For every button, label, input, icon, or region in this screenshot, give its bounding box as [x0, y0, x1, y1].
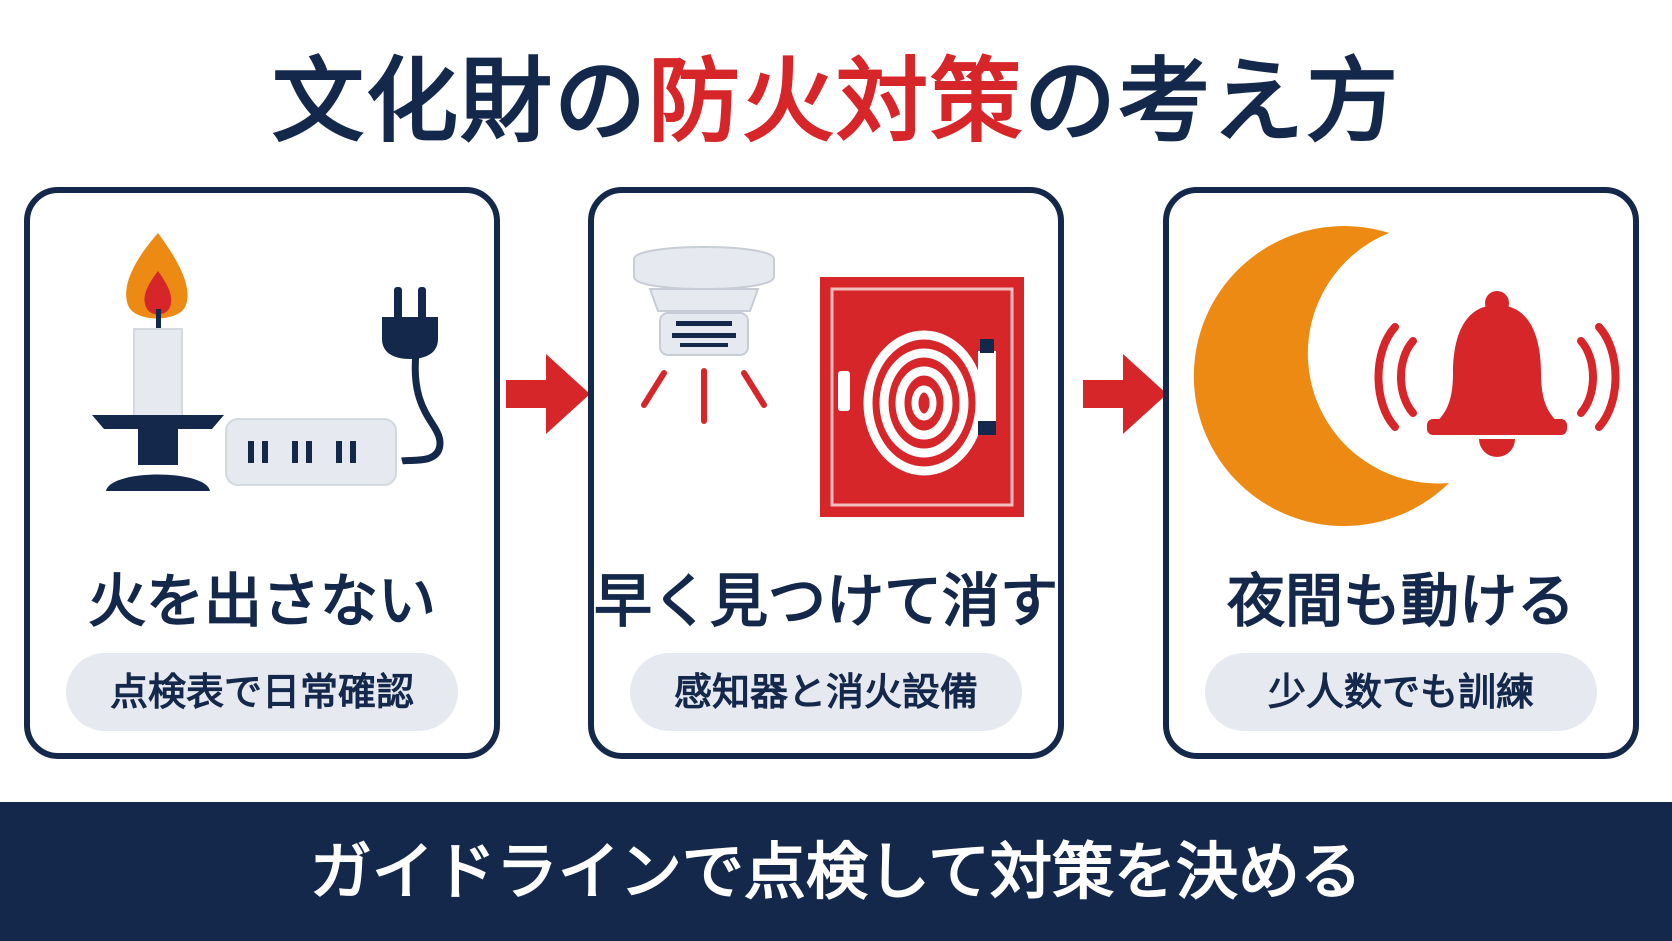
arrow-right-icon	[1083, 354, 1167, 434]
prevent-illustration	[92, 233, 444, 491]
bottom-banner: ガイドラインで点検して対策を決める	[0, 802, 1672, 941]
step-subtitle: 点検表で日常確認	[66, 653, 458, 731]
title-part1: 文化財の	[271, 48, 648, 155]
smoke-detector-icon	[633, 246, 775, 424]
power-strip-icon	[225, 287, 444, 486]
alarm-bell-icon	[1374, 291, 1620, 457]
step-title: 夜間も動ける	[1226, 567, 1575, 635]
step-title: 早く見つけて消す	[594, 567, 1059, 635]
title-highlight: 防火対策	[647, 48, 1024, 155]
step-title: 火を出さない	[87, 567, 436, 635]
night-illustration	[1193, 226, 1620, 527]
step-subtitle: 感知器と消火設備	[630, 653, 1022, 731]
step-card-prevent: 火を出さない 点検表で日常確認	[24, 187, 500, 759]
step-subtitle: 少人数でも訓練	[1205, 653, 1597, 731]
candle-icon	[92, 233, 224, 491]
arrow-right-icon	[506, 354, 590, 434]
fire-hose-cabinet-icon	[820, 277, 1024, 517]
detect-illustration	[633, 246, 1024, 517]
step-card-night: 夜間も動ける 少人数でも訓練	[1163, 187, 1639, 759]
page-title: 文化財の防火対策の考え方	[0, 42, 1672, 162]
step-card-detect: 早く見つけて消す 感知器と消火設備	[588, 187, 1064, 759]
crescent-moon-icon	[1193, 226, 1449, 527]
title-part2: の考え方	[1024, 48, 1401, 155]
